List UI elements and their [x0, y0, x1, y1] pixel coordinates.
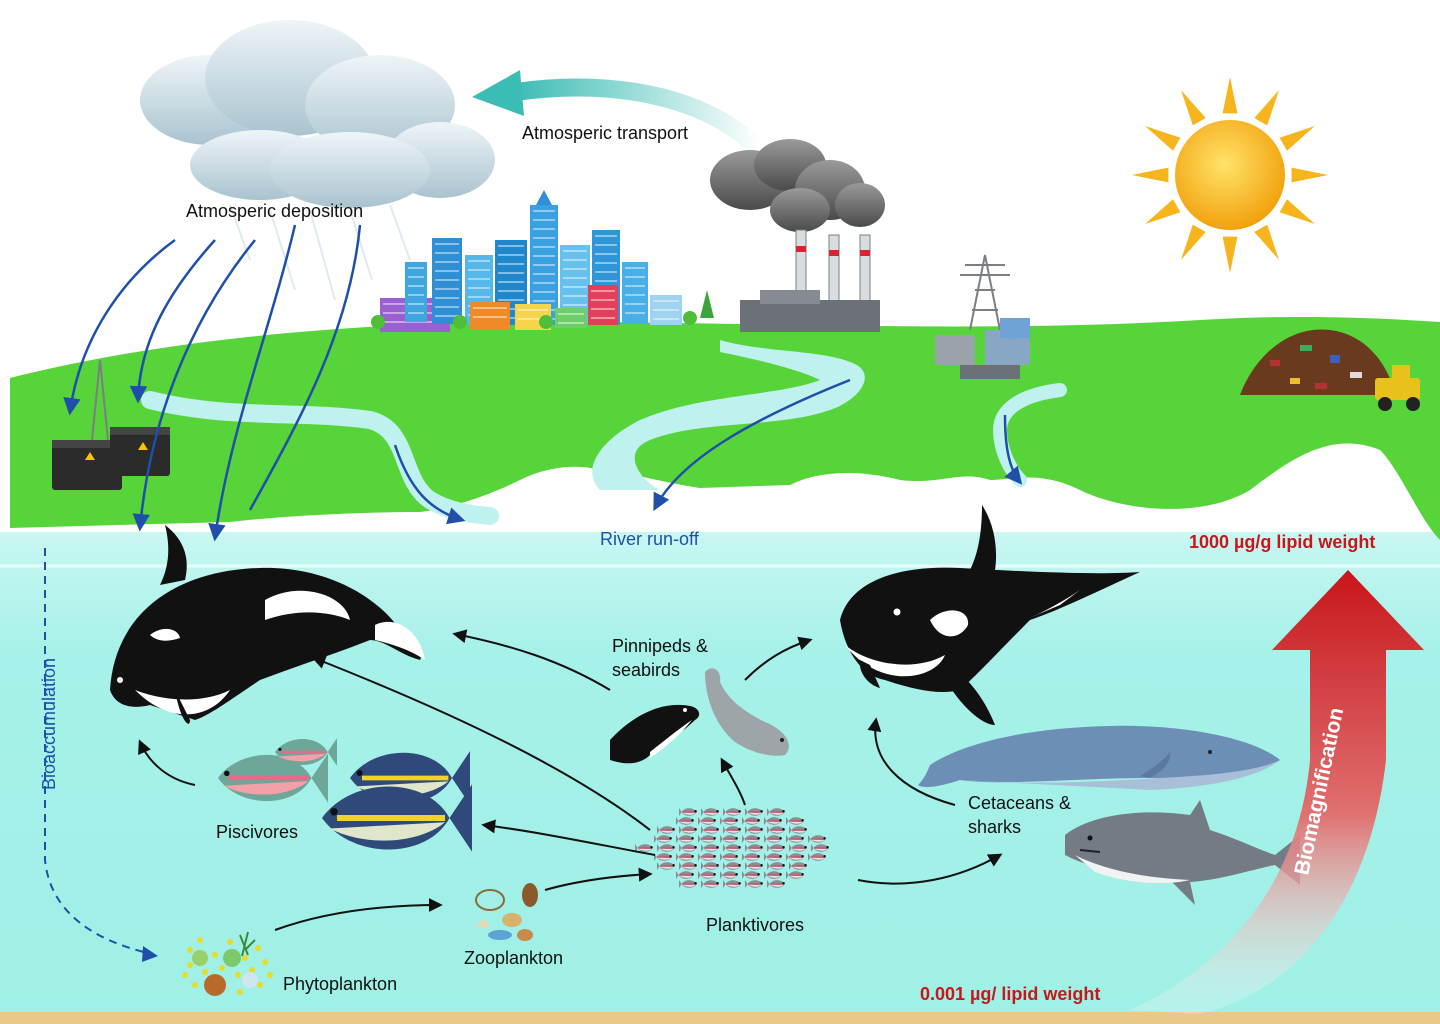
seabed — [0, 1012, 1440, 1024]
piscivores-label: Piscivores — [216, 822, 298, 842]
city-skyline-icon — [371, 190, 714, 332]
pinnipeds-label-line2: seabirds — [612, 660, 680, 680]
seal-icon — [705, 668, 789, 756]
cloud-icon — [140, 20, 495, 301]
planktivores-label: Planktivores — [706, 915, 804, 935]
shark-icon — [1065, 800, 1300, 905]
blue-whale-icon — [918, 725, 1280, 790]
food-web-arrows — [138, 629, 1003, 931]
atmospheric-transport-arrow — [472, 70, 769, 159]
landfill-icon — [1240, 329, 1420, 411]
tuna-group — [322, 751, 472, 852]
zooplankton-label: Zooplankton — [464, 948, 563, 968]
penguin-icon — [610, 704, 700, 764]
cetaceans-label-line2: sharks — [968, 817, 1021, 837]
bioaccumulation-arrow — [44, 548, 158, 962]
orca-icon — [110, 525, 425, 724]
phytoplankton-label: Phytoplankton — [283, 974, 397, 994]
atmospheric-deposition-label: Atmosperic deposition — [186, 201, 363, 221]
phytoplankton-icon — [182, 931, 273, 996]
cetaceans-label-line1: Cetaceans & — [968, 793, 1071, 813]
top-concentration-label: 1000 µg/g lipid weight — [1189, 532, 1375, 552]
bioaccumulation-label: Bioaccumulation — [39, 658, 59, 790]
atmospheric-transport-label: Atmosperic transport — [522, 123, 688, 143]
zooplankton-icon — [475, 883, 538, 941]
pinnipeds-label-line1: Pinnipeds & — [612, 636, 708, 656]
river-main — [592, 340, 865, 490]
river-runoff-label: River run-off — [600, 529, 700, 549]
salmon-group — [218, 738, 337, 803]
bottom-concentration-label: 0.001 µg/ lipid weight — [920, 984, 1100, 1004]
deposition-arrows — [63, 224, 1023, 542]
factory-icon — [710, 139, 885, 332]
power-substation-icon — [935, 254, 1030, 379]
orca-icon — [840, 505, 1140, 725]
land — [10, 316, 1440, 540]
sun-icon — [1132, 77, 1328, 273]
biomagnification-arrow — [1130, 570, 1424, 1014]
fish-school-icon — [635, 807, 829, 889]
